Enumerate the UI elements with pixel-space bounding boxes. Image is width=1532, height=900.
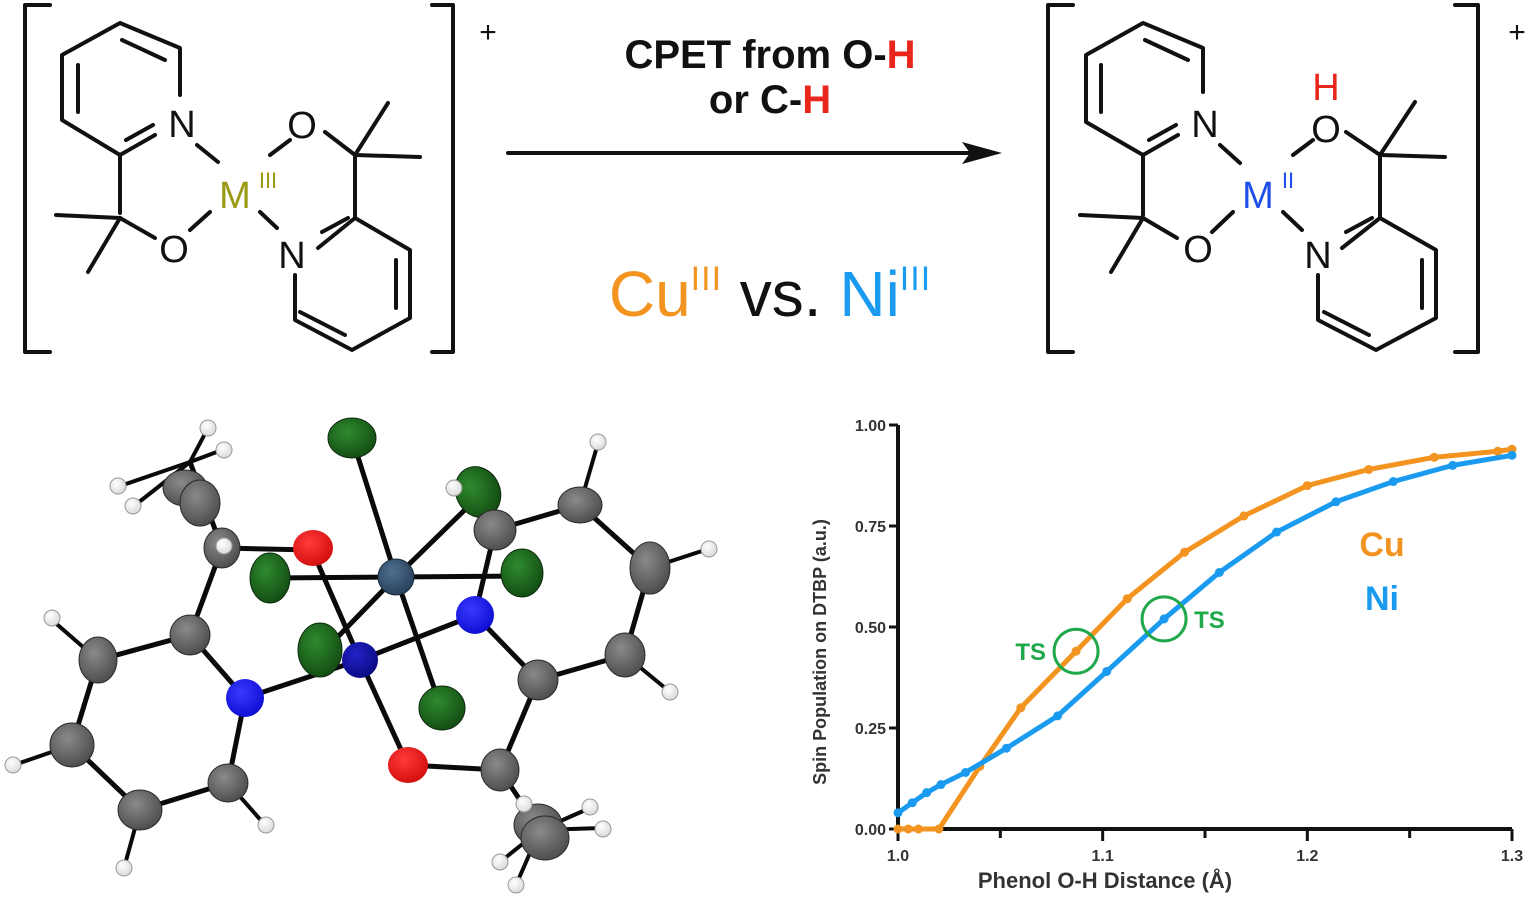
y-tick-label: 0.50 — [855, 620, 886, 637]
y-tick-label: 1.00 — [855, 418, 886, 435]
metal-atom — [377, 558, 415, 596]
ni-label: Ni — [839, 258, 900, 330]
data-point — [1507, 450, 1517, 460]
data-point — [1016, 703, 1026, 713]
legend-cu: Cu — [1359, 526, 1404, 564]
charge-label: + — [479, 16, 497, 49]
metal-oxidation: III — [259, 168, 277, 193]
highlight-h: H — [886, 33, 916, 77]
oxygen-atom — [293, 530, 333, 566]
data-point — [1493, 446, 1503, 456]
hydrogen-atoms — [4, 419, 718, 894]
atom-label: N — [278, 235, 305, 277]
arrow-condition-line-1: CPET from O-H — [560, 35, 980, 75]
data-point — [907, 798, 917, 808]
atom-label: N — [1304, 235, 1331, 277]
data-point — [1159, 614, 1169, 624]
metal-label: M — [1242, 175, 1274, 217]
nitrogen-atom — [226, 679, 264, 717]
data-point — [1001, 743, 1011, 753]
right-bracket — [430, 3, 455, 354]
left-bracket — [1046, 3, 1075, 354]
chart-series — [893, 444, 1517, 834]
x-tick-label: 1.2 — [1296, 848, 1318, 865]
atom-label: N — [168, 104, 195, 146]
metal-label: M — [219, 175, 251, 217]
data-point — [936, 780, 946, 790]
data-point — [1214, 567, 1224, 577]
data-point — [961, 767, 971, 777]
x-tick-label: 1.3 — [1501, 848, 1523, 865]
reaction-scheme: N O O N M III + N O O N H M II + — [23, 3, 1526, 354]
nitrogen-atom — [456, 596, 494, 634]
data-point — [1180, 547, 1190, 557]
y-tick-label: 0.00 — [855, 822, 886, 839]
y-tick-label: 0.25 — [855, 721, 886, 738]
atom-label: O — [159, 229, 189, 271]
data-point — [934, 824, 944, 834]
ts-circle-icon — [1052, 627, 1100, 675]
ts-circle-icon — [1140, 595, 1188, 643]
data-point — [1122, 594, 1132, 604]
data-point — [913, 824, 923, 834]
data-point — [922, 788, 932, 798]
data-point — [1302, 481, 1312, 491]
left-bracket — [23, 3, 52, 354]
crystal-structure — [4, 417, 718, 894]
x-axis-label: Phenol O-H Distance (Å) — [978, 867, 1232, 893]
y-axis-label: Spin Population on DTBP (a.u.) — [810, 519, 830, 785]
data-point — [1239, 511, 1249, 521]
data-point — [893, 808, 903, 818]
data-point — [1388, 477, 1398, 487]
ts-label: TS — [1015, 639, 1046, 666]
atom-label: O — [1311, 109, 1341, 151]
data-point — [903, 824, 913, 834]
x-tick-label: 1.0 — [887, 848, 909, 865]
ni-oxidation: III — [899, 260, 932, 298]
cu-oxidation: III — [690, 260, 723, 298]
arrowhead-icon — [962, 142, 1002, 164]
fluorine-atoms — [249, 417, 544, 731]
data-point — [1272, 527, 1282, 537]
highlight-h: H — [802, 78, 832, 122]
right-bracket — [1453, 3, 1480, 354]
data-point — [1429, 452, 1439, 462]
data-point — [1331, 497, 1341, 507]
proton-label: H — [1312, 67, 1339, 109]
legend-ni: Ni — [1365, 580, 1399, 618]
charge-label: + — [1508, 16, 1526, 49]
center-atom — [342, 642, 378, 678]
data-point — [1364, 464, 1374, 474]
condition-text: or C- — [708, 78, 803, 122]
oxygen-atom — [388, 747, 428, 783]
x-tick-label: 1.1 — [1092, 848, 1114, 865]
condition-text: CPET from O- — [624, 33, 887, 77]
atom-label: N — [1191, 104, 1218, 146]
atom-label: O — [1183, 229, 1213, 271]
y-tick-label: 0.75 — [855, 519, 886, 536]
data-point — [1448, 460, 1458, 470]
vs-label: vs. — [739, 258, 822, 330]
metal-oxidation: II — [1282, 168, 1294, 193]
data-point — [1102, 666, 1112, 676]
data-point — [1071, 646, 1081, 656]
metal-comparison: CuIII vs. NiIII — [570, 262, 970, 326]
ts-label: TS — [1194, 607, 1225, 634]
data-point — [1053, 711, 1063, 721]
data-point — [893, 824, 903, 834]
carbon-atoms — [49, 469, 671, 861]
cu-label: Cu — [608, 258, 691, 330]
series-line-ni — [895, 452, 1515, 816]
arrow-condition-line-2: or C-H — [560, 80, 980, 120]
atom-label: O — [287, 105, 317, 147]
series-line-cu — [895, 446, 1515, 832]
